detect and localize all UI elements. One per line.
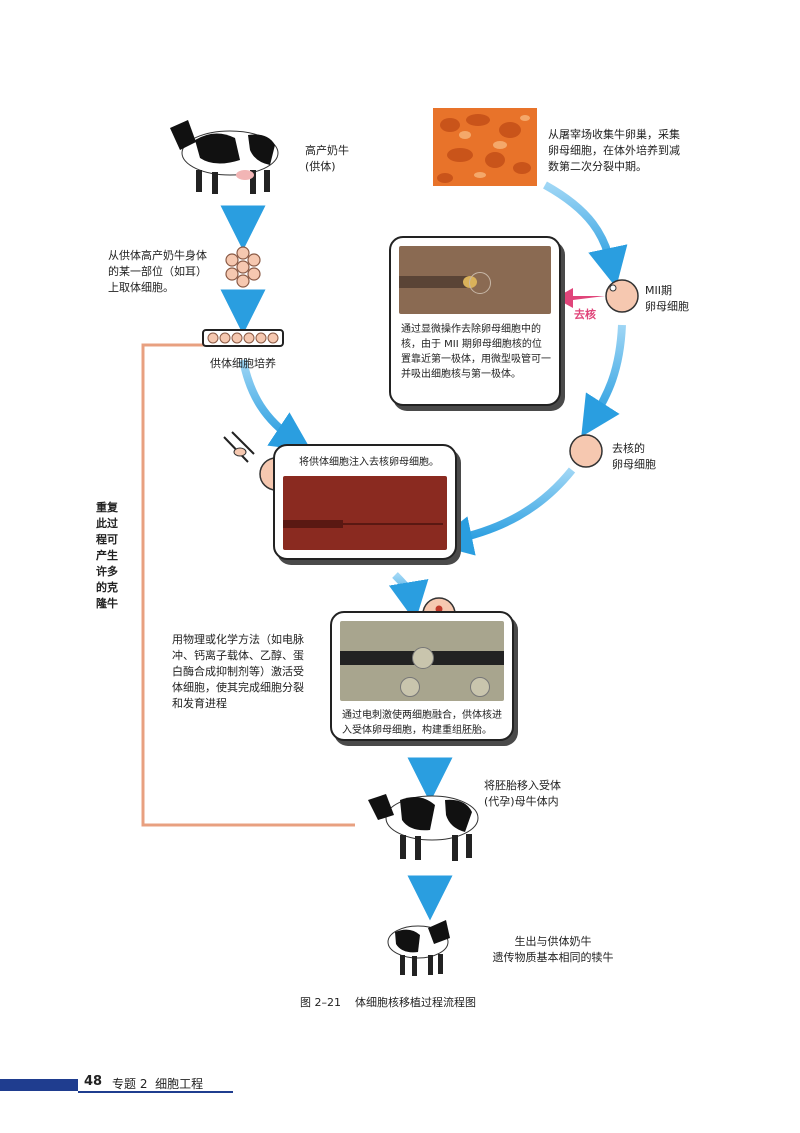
footer-bar: [0, 1079, 78, 1091]
fusion-cell-2: [400, 677, 420, 697]
donor-cow-label: 高产奶牛 (供体): [305, 144, 349, 173]
fusion-text: 通过电刺激使两细胞融合，供体核进入受体卵母细胞，构建重组胚胎。: [342, 710, 502, 736]
arrow-enucleated-to-inject: [432, 467, 576, 556]
calf-image: [387, 920, 450, 976]
fusion-electrode-right: [428, 651, 504, 665]
enucleated-oocyte-cell: [569, 434, 603, 468]
enucleation-micrograph: [399, 246, 551, 314]
figure-caption: 图 2–21 体细胞核移植过程流程图: [300, 996, 476, 1009]
inject-micrograph: [283, 476, 447, 550]
fusion-cell-1: [412, 647, 434, 669]
pipette-image: [223, 431, 255, 463]
cell-cluster-image: [225, 246, 261, 288]
inject-panel: 将供体细胞注入去核卵母细胞。: [273, 444, 457, 560]
micro-pipette: [399, 276, 471, 288]
culture-label: 供体细胞培养: [210, 357, 276, 370]
mii-oocyte-label: MII期 卵母细胞: [645, 284, 689, 313]
arrow-oocyte-to-enucleated: [581, 324, 626, 437]
take-cells-label: 从供体高产奶牛身体 的某一部位（如耳） 上取体细胞。: [108, 249, 207, 294]
inject-text: 将供体细胞注入去核卵母细胞。: [299, 457, 439, 468]
fusion-cell-3: [470, 677, 490, 697]
repeat-loop-line: [141, 343, 355, 827]
arrow-inject-to-fusion: [388, 572, 429, 622]
micro-cell: [469, 272, 491, 294]
enucleation-panel: 通过显微操作去除卵母细胞中的核，由于 MII 期卵母细胞核的位置靠近第一极体，用…: [389, 236, 561, 406]
arrow-ovary-to-oocyte: [543, 181, 628, 288]
arrow-culture-to-inject: [239, 359, 312, 452]
enucleation-text: 通过显微操作去除卵母细胞中的核，由于 MII 期卵母细胞核的位置靠近第一极体，用…: [401, 324, 551, 380]
enucleated-oocyte-label: 去核的 卵母细胞: [612, 442, 656, 471]
repeat-label: 重复 此过 程可 产生 许多 的克 隆牛: [96, 501, 118, 610]
culture-dish-image: [202, 329, 284, 347]
fusion-panel: 通过电刺激使两细胞融合，供体核进入受体卵母细胞，构建重组胚胎。: [330, 611, 514, 741]
fusion-electrode-left: [340, 651, 416, 665]
donor-cow-image: [170, 120, 279, 194]
footer-line: [78, 1091, 233, 1093]
surrogate-cow-image: [368, 794, 479, 861]
ovary-photo: [433, 108, 537, 186]
born-label: 生出与供体奶牛 遗传物质基本相同的犊牛: [492, 935, 614, 964]
inject-needle: [343, 523, 443, 525]
page-number: 48: [84, 1074, 103, 1089]
chapter-title: 专题 2 细胞工程: [112, 1077, 204, 1091]
enucleate-tag: 去核: [574, 308, 596, 321]
transfer-label: 将胚胎移入受体 (代孕)母牛体内: [484, 779, 561, 808]
activate-label: 用物理或化学方法（如电脉 冲、钙离子载体、乙醇、蛋 白酶合成抑制剂等）激活受 体…: [172, 633, 304, 710]
fusion-micrograph: [340, 621, 504, 701]
mii-oocyte-cell: [605, 279, 639, 313]
ovary-collect-label: 从屠宰场收集牛卵巢，采集 卵母细胞，在体外培养到减 数第二次分裂中期。: [548, 128, 680, 173]
enucleate-arrow: [555, 288, 605, 308]
inject-pipette: [283, 520, 343, 528]
